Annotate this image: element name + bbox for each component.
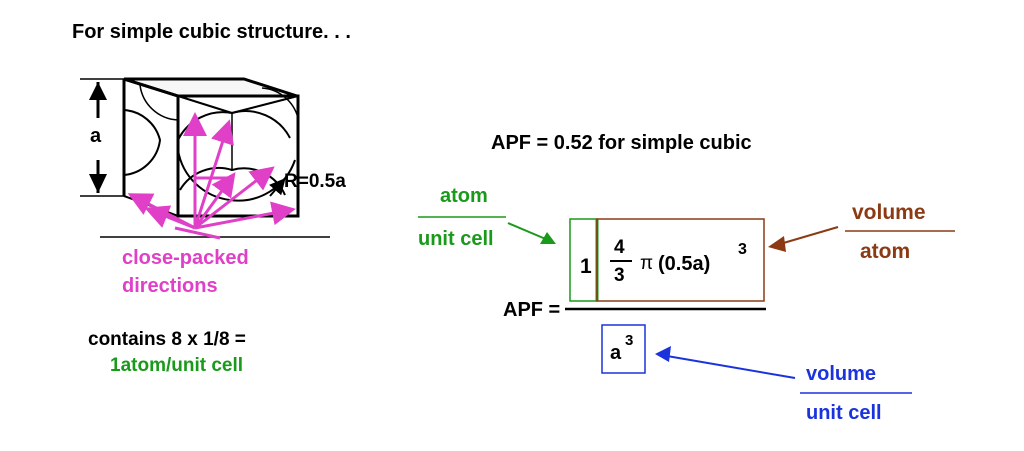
simple-cubic-cell-illustration bbox=[122, 77, 300, 218]
radius-label: R=0.5a bbox=[284, 171, 346, 192]
dimension-a-marker bbox=[80, 78, 124, 197]
volume-label-brown: volume bbox=[852, 201, 926, 224]
cell-volume-box bbox=[601, 324, 646, 374]
atoms-count: 1 bbox=[580, 255, 592, 278]
atom-label-brown: atom bbox=[860, 240, 911, 263]
volume-per-cell-arrow bbox=[666, 355, 796, 379]
four-numerator: 4 bbox=[614, 237, 625, 258]
radius-exponent: 3 bbox=[738, 241, 747, 258]
directions-label: directions bbox=[122, 275, 218, 297]
volume-per-atom-arrow bbox=[779, 226, 839, 245]
apf-headline: APF = 0.52 for simple cubic bbox=[491, 132, 752, 154]
apf-lhs: APF = bbox=[503, 299, 561, 321]
contains-line2: 1atom/unit cell bbox=[110, 355, 244, 376]
unit-cell-label-blue: unit cell bbox=[806, 402, 882, 424]
unit-cell-label-green: unit cell bbox=[418, 228, 494, 250]
atom-label: atom bbox=[440, 185, 488, 207]
cell-volume-exponent: 3 bbox=[625, 332, 634, 349]
atom-volume-box bbox=[596, 218, 765, 302]
volume-label-blue: volume bbox=[806, 363, 877, 385]
close-packed-label: close-packed bbox=[122, 247, 249, 269]
radius-expression: (0.5a) bbox=[658, 253, 711, 275]
radius-arrow bbox=[269, 177, 286, 197]
cell-volume-base: a bbox=[610, 342, 622, 364]
contains-line1: contains 8 x 1/8 = bbox=[88, 329, 246, 350]
close-packed-direction-arrows bbox=[127, 112, 296, 240]
atom-per-cell-arrow bbox=[507, 222, 549, 241]
three-denominator: 3 bbox=[614, 265, 625, 286]
slide-title: For simple cubic structure. . . bbox=[72, 21, 351, 43]
pi-symbol: π bbox=[640, 253, 654, 274]
dimension-a-label: a bbox=[90, 125, 102, 147]
